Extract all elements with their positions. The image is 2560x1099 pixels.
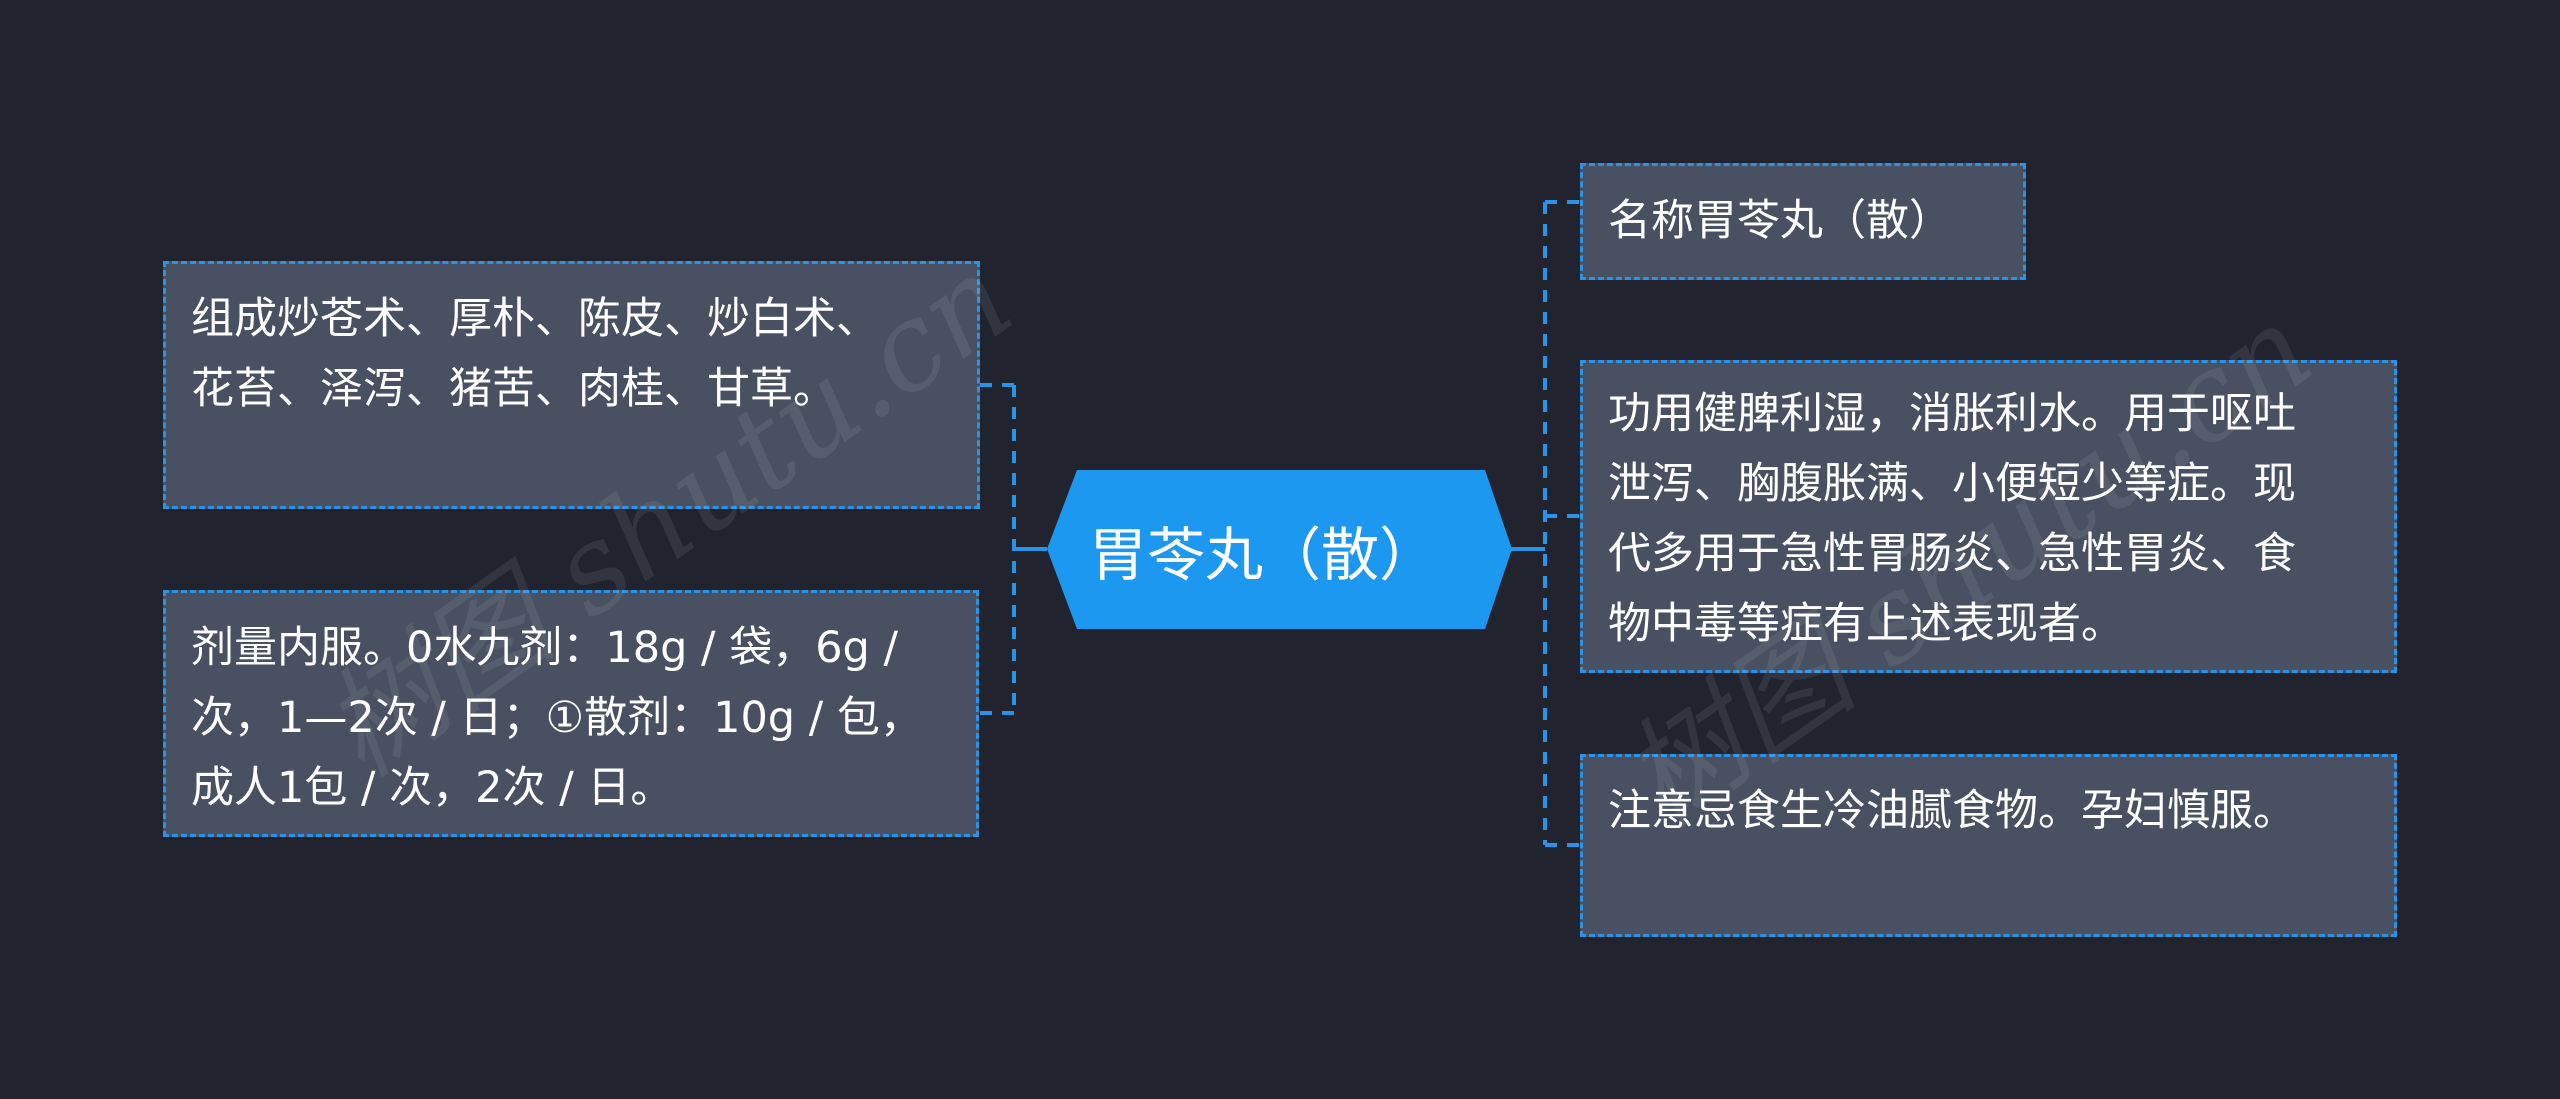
node-composition-text: 组成炒苍术、厚朴、陈皮、炒白术、花苔、泽泻、猪苦、肉桂、甘草。 — [191, 294, 879, 414]
node-caution[interactable]: 注意忌食生冷油腻食物。孕妇慎服。 — [1580, 754, 2397, 937]
node-name-text: 名称胃苓丸（散） — [1608, 196, 1952, 246]
center-node[interactable]: 胃苓丸（散） — [1047, 470, 1512, 629]
node-name[interactable]: 名称胃苓丸（散） — [1580, 163, 2026, 280]
node-caution-text: 注意忌食生冷油腻食物。孕妇慎服。 — [1608, 786, 2296, 836]
node-composition[interactable]: 组成炒苍术、厚朴、陈皮、炒白术、花苔、泽泻、猪苦、肉桂、甘草。 — [163, 261, 980, 509]
node-dosage[interactable]: 剂量内服。0水九剂：18g / 袋，6g / 次，1—2次 / 日；①散剂：10… — [163, 590, 979, 837]
center-node-label: 胃苓丸（散） — [1089, 520, 1438, 589]
node-function-text: 功用健脾利湿，消胀利水。用于呕吐泄泻、胸腹胀满、小便短少等症。现代多用于急性胃肠… — [1608, 389, 2296, 649]
node-function[interactable]: 功用健脾利湿，消胀利水。用于呕吐泄泻、胸腹胀满、小便短少等症。现代多用于急性胃肠… — [1580, 360, 2397, 673]
node-dosage-text: 剂量内服。0水九剂：18g / 袋，6g / 次，1—2次 / 日；①散剂：10… — [191, 623, 923, 813]
